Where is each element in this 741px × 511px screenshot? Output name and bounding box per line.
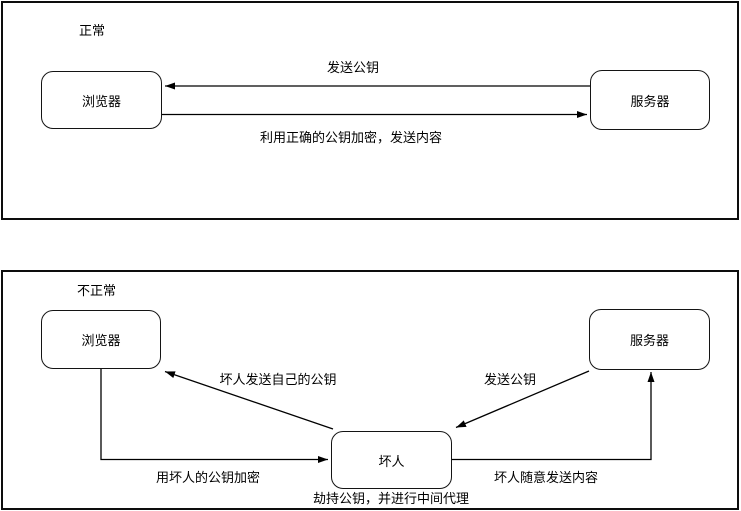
panel-normal-title: 正常 bbox=[79, 23, 106, 38]
server-node-abnormal: 服务器 bbox=[589, 309, 710, 370]
browser-node-normal: 浏览器 bbox=[41, 71, 162, 129]
edge-label-encrypt-send: 利用正确的公钥加密，发送内容 bbox=[257, 130, 445, 145]
attacker-node-label: 坏人 bbox=[378, 453, 405, 469]
browser-node-abnormal-label: 浏览器 bbox=[81, 333, 121, 348]
edge-label-send-pubkey-abnormal: 发送公钥 bbox=[481, 372, 539, 387]
panel-abnormal-title: 不正常 bbox=[77, 283, 117, 298]
browser-node-abnormal: 浏览器 bbox=[41, 310, 161, 369]
server-node-normal-label: 服务器 bbox=[630, 93, 670, 109]
edge-label-attacker-pubkey: 坏人发送自己的公钥 bbox=[217, 372, 339, 387]
edge-label-attacker-send: 坏人随意发送内容 bbox=[491, 470, 601, 485]
caption-hijack-proxy: 劫持公钥，并进行中间代理 bbox=[310, 491, 472, 506]
attacker-node: 坏人 bbox=[331, 431, 452, 489]
server-node-abnormal-label: 服务器 bbox=[629, 333, 669, 348]
edge-label-send-pubkey-normal: 发送公钥 bbox=[324, 60, 382, 75]
browser-node-normal-label: 浏览器 bbox=[81, 93, 121, 109]
server-node-normal: 服务器 bbox=[590, 70, 710, 130]
edge-label-encrypt-bad: 用坏人的公钥加密 bbox=[153, 470, 263, 485]
